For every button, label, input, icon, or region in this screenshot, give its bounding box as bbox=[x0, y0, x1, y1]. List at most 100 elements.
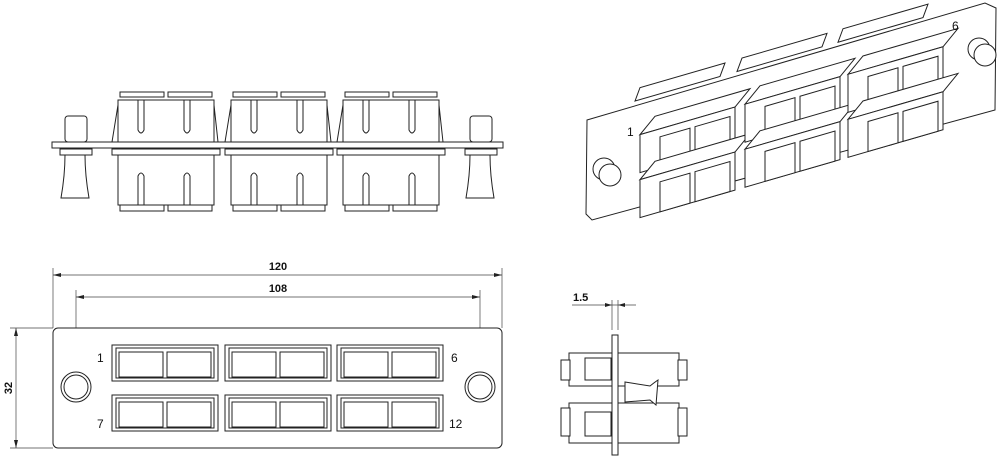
iso-port-label-1: 1 bbox=[627, 125, 634, 139]
sc-port bbox=[343, 401, 389, 428]
connector-stub bbox=[677, 407, 688, 437]
mounting-screw-cap-left bbox=[598, 163, 622, 187]
latch-slot bbox=[137, 100, 145, 134]
screw-body-right bbox=[465, 154, 495, 199]
front-view: 120 108 32 1 6 7 12 bbox=[3, 261, 503, 449]
dimension-width: 120 bbox=[269, 261, 287, 273]
adapter-clip bbox=[111, 104, 219, 143]
mounting-hole-left bbox=[60, 371, 92, 403]
iso-port-label-6: 6 bbox=[952, 19, 959, 33]
adapter-body-bottom bbox=[342, 154, 440, 206]
adapter-clip bbox=[224, 104, 332, 143]
adapter-body-top bbox=[117, 99, 215, 143]
adapter-flange bbox=[344, 91, 390, 98]
latch-slot bbox=[183, 100, 191, 134]
dimension-hole-spacing: 108 bbox=[269, 283, 287, 295]
latch bbox=[584, 357, 612, 381]
adapter-flange-bottom bbox=[111, 148, 221, 156]
latch-slot bbox=[296, 100, 304, 134]
latch-slot bbox=[408, 100, 416, 134]
adapter-frame bbox=[228, 347, 328, 379]
adapter-clip bbox=[336, 104, 444, 143]
adapter-flange bbox=[280, 91, 326, 98]
port-label-12: 12 bbox=[449, 417, 463, 431]
adapter-flange-bottom bbox=[336, 148, 446, 156]
adapter-frame bbox=[115, 347, 215, 379]
sc-port-iso bbox=[867, 112, 899, 153]
isometric-view: 16 bbox=[585, 2, 997, 221]
adapter-body-bottom bbox=[117, 154, 215, 206]
latch-slot bbox=[296, 172, 304, 205]
adapter-flange bbox=[119, 91, 165, 98]
adapter-flange bbox=[392, 91, 438, 98]
adapter-body-top bbox=[342, 99, 440, 143]
adapter-flange bbox=[119, 204, 165, 212]
adapter-body-top bbox=[230, 99, 328, 143]
connector-stub bbox=[560, 407, 571, 437]
sc-port bbox=[166, 351, 212, 378]
sc-port bbox=[279, 351, 325, 378]
adapter-flange bbox=[344, 204, 390, 212]
sc-port-iso bbox=[902, 100, 939, 143]
connector-stub bbox=[677, 359, 688, 381]
latch-slot bbox=[362, 172, 370, 205]
mounting-hole-inner bbox=[467, 374, 493, 400]
adapter-frame bbox=[340, 397, 440, 429]
adapter-flange bbox=[232, 204, 278, 212]
latch-slot bbox=[183, 172, 191, 205]
screw-body-left bbox=[60, 154, 90, 199]
screw-washer-left bbox=[59, 148, 93, 156]
panel-edge bbox=[51, 141, 504, 149]
sc-port bbox=[118, 401, 164, 428]
sc-port-iso bbox=[764, 142, 796, 183]
latch-slot bbox=[250, 100, 258, 134]
sc-port bbox=[279, 401, 325, 428]
sc-port bbox=[343, 351, 389, 378]
rear-adapter bbox=[736, 32, 828, 73]
dimension-height: 32 bbox=[3, 382, 15, 394]
side-view: 1.5 bbox=[560, 292, 688, 456]
top-view bbox=[51, 91, 504, 212]
latch-slot bbox=[408, 172, 416, 205]
adapter-flange bbox=[167, 204, 213, 212]
adapter-flange-bottom bbox=[224, 148, 334, 156]
mounting-hole-inner bbox=[63, 374, 89, 400]
adapter-body-bottom bbox=[230, 154, 328, 206]
screw-washer-right bbox=[464, 148, 498, 156]
latch bbox=[584, 411, 612, 437]
adapter-frame bbox=[115, 397, 215, 429]
sc-port-iso bbox=[799, 130, 836, 172]
sc-port bbox=[231, 351, 277, 378]
adapter-flange bbox=[392, 204, 438, 212]
adapter-flange bbox=[280, 204, 326, 212]
sc-port bbox=[391, 351, 437, 378]
sc-port bbox=[118, 351, 164, 378]
arrowheads bbox=[605, 303, 625, 307]
adapter-flange bbox=[167, 91, 213, 98]
latch-slot bbox=[250, 172, 258, 205]
mounting-hole-right bbox=[464, 371, 496, 403]
sc-port bbox=[391, 401, 437, 428]
sc-port bbox=[166, 401, 212, 428]
rear-adapter bbox=[634, 62, 726, 102]
adapter-flange bbox=[232, 91, 278, 98]
sc-port-iso bbox=[659, 172, 691, 213]
rear-adapter bbox=[837, 3, 929, 43]
sc-port bbox=[231, 401, 277, 428]
adapter-frame bbox=[340, 347, 440, 379]
port-label-6: 6 bbox=[451, 351, 458, 365]
adapter-frame bbox=[228, 397, 328, 429]
port-label-7: 7 bbox=[97, 417, 104, 431]
connector-stub bbox=[560, 359, 571, 381]
panel-plate-side bbox=[611, 334, 619, 456]
mounting-screw-cap-right bbox=[973, 43, 997, 67]
port-label-1: 1 bbox=[97, 351, 104, 365]
latch-slot bbox=[362, 100, 370, 134]
mounting-screw-head-left bbox=[64, 115, 88, 143]
mounting-screw-side bbox=[624, 379, 659, 407]
latch-slot bbox=[137, 172, 145, 205]
dimension-thickness: 1.5 bbox=[573, 292, 588, 304]
mounting-screw-head-right bbox=[469, 115, 493, 143]
